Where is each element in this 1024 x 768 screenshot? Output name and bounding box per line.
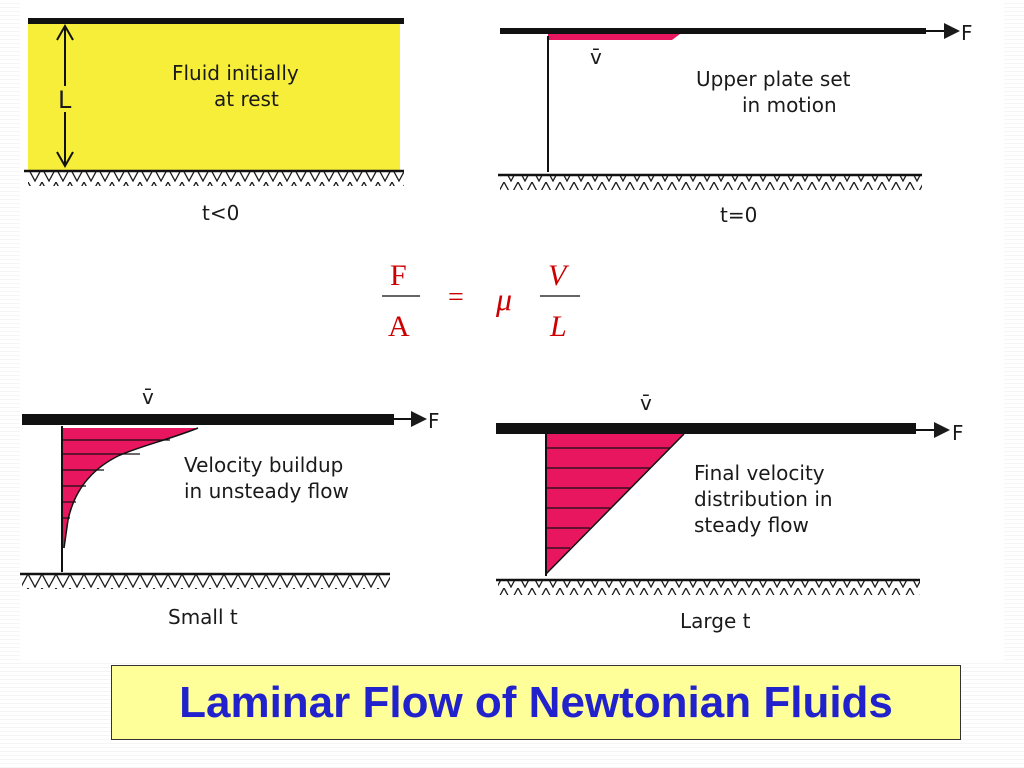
steady-force-label: F	[952, 421, 964, 445]
panel-unsteady: F v̄ Velocity buildup in unsteady flow S…	[20, 385, 440, 629]
ground-hatch	[498, 581, 920, 595]
unsteady-force-label: F	[428, 409, 440, 433]
start-velocity-label: v̄	[590, 45, 602, 69]
steady-time-label: Large t	[680, 609, 751, 633]
initial-velocity-profile	[548, 34, 680, 40]
shear-stress-equation: F A = μ V L	[382, 259, 580, 343]
unsteady-caption-line2: in unsteady flow	[184, 479, 349, 503]
start-time-label: t=0	[720, 203, 757, 227]
upper-plate	[500, 28, 926, 34]
start-caption-line1: Upper plate set	[696, 67, 851, 91]
steady-caption-line3: steady flow	[694, 513, 809, 537]
steady-velocity-label: v̄	[640, 391, 652, 415]
slide-title-box: Laminar Flow of Newtonian Fluids	[111, 665, 961, 740]
steady-caption-line2: distribution in	[694, 487, 833, 511]
upper-plate	[496, 423, 916, 434]
upper-plate	[28, 18, 404, 24]
upper-plate	[22, 414, 394, 425]
equation-lhs-denominator: A	[388, 310, 410, 343]
equation-rhs-numerator: V	[548, 259, 570, 292]
unsteady-caption-line1: Velocity buildup	[184, 453, 343, 477]
ground-hatch	[22, 575, 390, 589]
steady-profile-line	[545, 433, 685, 575]
rest-caption-line1: Fluid initially	[172, 61, 299, 85]
rest-time-label: t<0	[202, 201, 239, 225]
velocity-vectors	[62, 439, 170, 519]
panel-start: F v̄ Upper plate set in motion t=0	[498, 21, 973, 227]
unsteady-profile-curve	[63, 427, 199, 549]
equation-rhs-denominator: L	[549, 310, 567, 343]
start-caption-line2: in motion	[742, 93, 837, 117]
equation-equals: =	[448, 282, 464, 313]
unsteady-time-label: Small t	[168, 605, 238, 629]
panel-rest: L Fluid initially at rest t<0	[24, 18, 404, 225]
slide-title: Laminar Flow of Newtonian Fluids	[179, 677, 893, 727]
gap-label: L	[58, 86, 72, 114]
unsteady-velocity-profile	[62, 428, 198, 548]
fluid-at-rest	[28, 22, 400, 170]
unsteady-velocity-label: v̄	[142, 385, 154, 409]
rest-caption-line2: at rest	[214, 87, 279, 111]
start-force-label: F	[961, 21, 973, 45]
steady-caption-line1: Final velocity	[694, 461, 825, 485]
ground-hatch	[28, 172, 404, 186]
equation-mu: μ	[495, 281, 512, 317]
panel-steady: F v̄ Final velocity distribution in stea…	[496, 391, 964, 633]
dimension-arrow-up-icon	[56, 23, 74, 41]
velocity-vectors	[546, 447, 670, 549]
ground-hatch	[500, 176, 922, 190]
dimension-arrow-down-icon	[56, 151, 74, 169]
equation-lhs-numerator: F	[390, 259, 407, 292]
